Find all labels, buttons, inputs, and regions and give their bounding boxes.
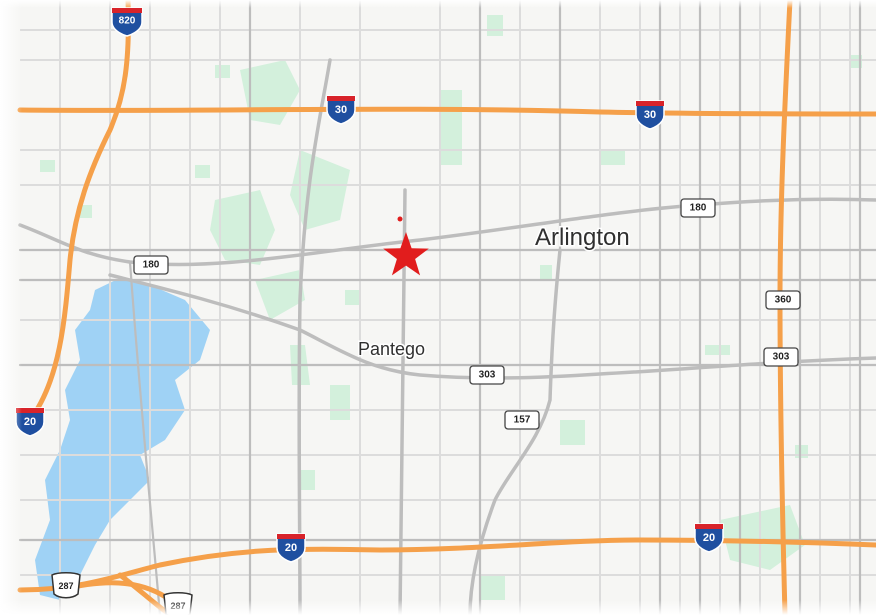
- state-157-shield[interactable]: 157: [504, 410, 540, 430]
- place-label-arlington: Arlington: [535, 224, 630, 251]
- interstate-20-south-label: 20: [285, 542, 297, 554]
- lake: [35, 278, 210, 600]
- interstate-20-shield-south-east[interactable]: 20: [694, 523, 724, 553]
- interstate-820-label: 820: [119, 16, 136, 27]
- state-180-shield-east[interactable]: 180: [680, 198, 716, 218]
- place-label-pantego: Pantego: [358, 339, 425, 359]
- us-287-b-label: 287: [170, 601, 185, 611]
- state-157-label: 157: [514, 415, 531, 426]
- interstate-30-shield-east[interactable]: 30: [635, 100, 665, 130]
- state-303-shield-east[interactable]: 303: [763, 347, 799, 367]
- state-180-east-label: 180: [690, 203, 707, 214]
- us-287-shield-a[interactable]: 287: [51, 572, 81, 599]
- star-marker-icon[interactable]: [383, 232, 429, 276]
- street-grid: [20, 0, 876, 615]
- interstate-30-west-label: 30: [335, 104, 347, 116]
- arterial-roads: [18, 0, 876, 615]
- interstate-820-shield[interactable]: 820: [111, 7, 143, 37]
- state-303-shield-center[interactable]: 303: [469, 365, 505, 385]
- interstate-30-east-label: 30: [644, 109, 656, 121]
- state-303-east-label: 303: [773, 352, 790, 363]
- state-360-label: 360: [775, 295, 792, 306]
- interstate-20-south-east-label: 20: [703, 532, 715, 544]
- us-287-a-label: 287: [58, 581, 73, 591]
- state-180-shield-west[interactable]: 180: [133, 255, 169, 275]
- interstate-20-west-edge-label: 20: [24, 416, 36, 428]
- interstate-30-shield-west[interactable]: 30: [326, 95, 356, 125]
- state-180-west-label: 180: [143, 260, 160, 271]
- interstate-20-shield-south[interactable]: 20: [276, 533, 306, 563]
- state-303-center-label: 303: [479, 370, 496, 381]
- us-287-shield-b[interactable]: 287: [163, 592, 193, 615]
- state-360-shield[interactable]: 360: [765, 290, 801, 310]
- location-dot: [397, 216, 403, 222]
